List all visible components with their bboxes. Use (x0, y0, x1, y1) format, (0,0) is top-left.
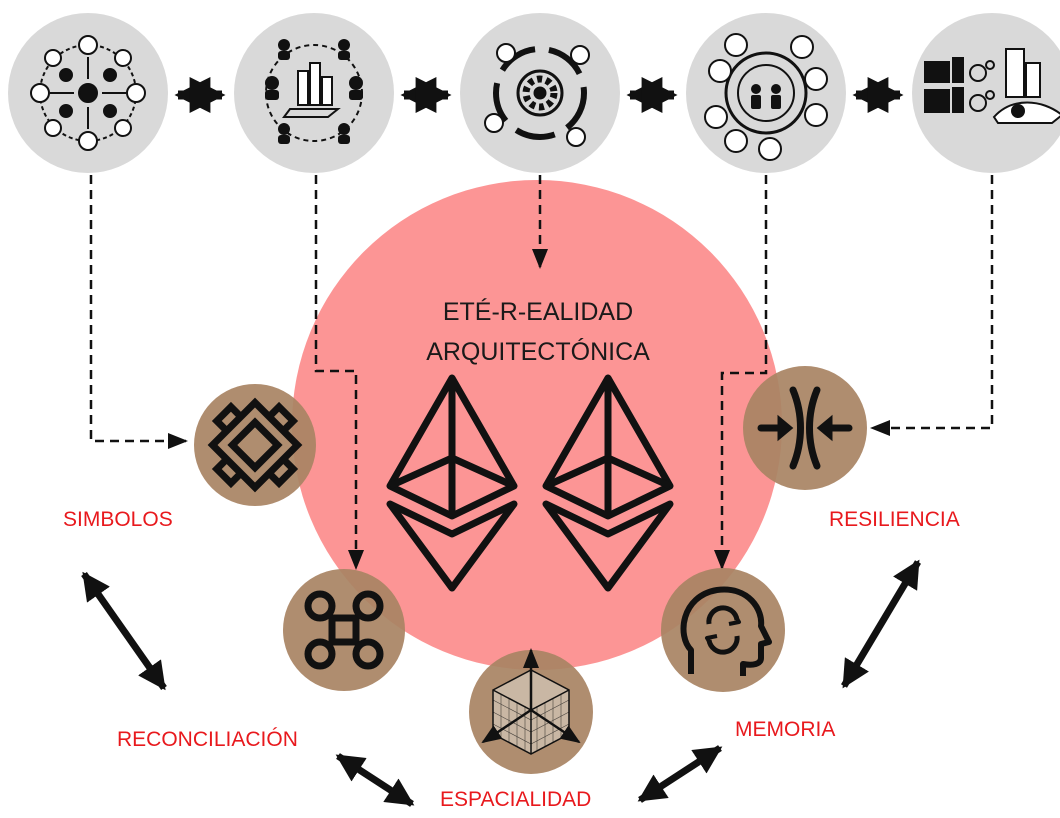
compress-arrows-icon (757, 386, 853, 470)
cycle-gear-icon (484, 43, 590, 147)
knot-symbol-icon (207, 397, 303, 493)
ethereum-diamond-icon (542, 374, 674, 592)
central-circle (292, 180, 782, 670)
node-reconciliacion (283, 569, 405, 691)
dashed-connectors (89, 175, 994, 570)
grid-cube-icon (481, 648, 581, 755)
label-reconciliacion: RECONCILIACIÓN (117, 728, 298, 751)
team-gear-icon (704, 33, 828, 161)
buildings-settings-icon (924, 48, 1060, 124)
label-simbolos: SIMBOLOS (63, 508, 173, 531)
label-resiliencia: RESILIENCIA (829, 508, 960, 531)
head-cycle-icon (680, 586, 772, 676)
node-resiliencia (743, 366, 867, 490)
label-memoria: MEMORIA (735, 718, 836, 741)
bottom-connectors (81, 559, 922, 807)
command-key-icon (304, 590, 384, 670)
city-people-icon (265, 39, 363, 144)
center-title-line-1: ETÉ-R-EALIDAD (442, 298, 634, 326)
center-title-line-2: ARQUITECTÓNICA (426, 338, 650, 366)
ethereum-diamond-icon (386, 374, 518, 592)
network-hub-icon (30, 35, 146, 151)
label-espacialidad: ESPACIALIDAD (440, 788, 592, 811)
